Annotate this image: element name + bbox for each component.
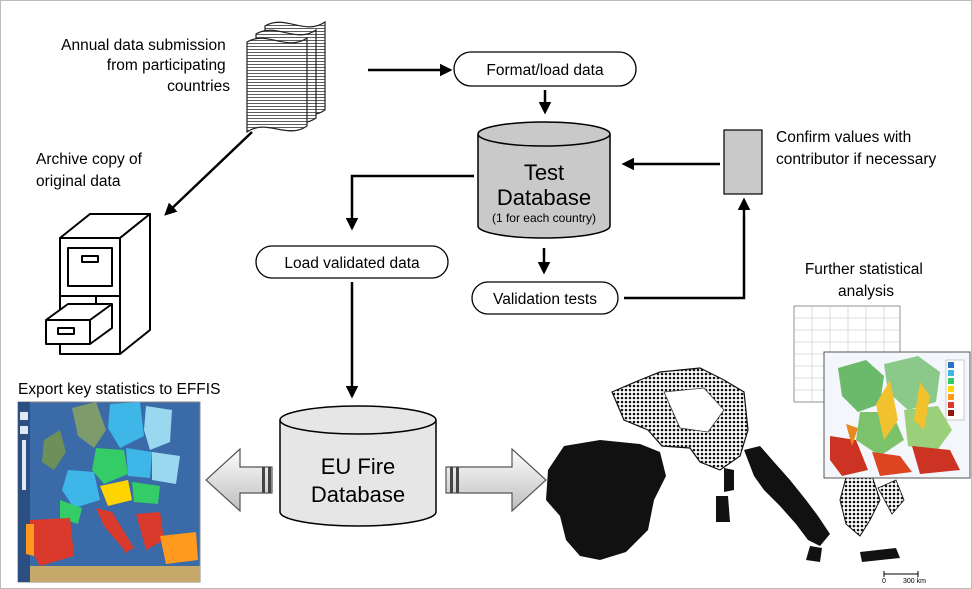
test-db-line2: Database bbox=[497, 185, 591, 210]
validation-tests-node: Validation tests bbox=[471, 281, 619, 315]
annual-submission-label: Annual data submission from participatin… bbox=[61, 37, 230, 95]
confirm-values-label: Confirm values with contributor if neces… bbox=[776, 129, 936, 168]
filing-cabinet-icon bbox=[45, 213, 151, 355]
arrow-to-load-validated bbox=[345, 174, 474, 231]
eu-db-line2: Database bbox=[311, 482, 405, 507]
load-validated-node: Load validated data bbox=[255, 245, 449, 279]
further-analysis-label: Further statistical analysis bbox=[805, 261, 927, 300]
format-load-label: Format/load data bbox=[486, 62, 604, 79]
scale-bar-km: 300 km bbox=[903, 578, 926, 585]
effis-map-thumbnail bbox=[17, 401, 201, 583]
format-load-node: Format/load data bbox=[453, 51, 637, 87]
test-db-line1: Test bbox=[524, 160, 564, 185]
arrow-to-archive bbox=[164, 131, 253, 216]
archive-copy-label: Archive copy of original data bbox=[36, 151, 146, 190]
eu-fire-database-cylinder: EU Fire Database bbox=[279, 405, 437, 527]
scale-bar-zero: 0 bbox=[882, 578, 886, 585]
scale-bar: 0 300 km bbox=[882, 571, 926, 585]
test-db-note: (1 for each country) bbox=[492, 211, 596, 225]
statistics-map-icon bbox=[793, 305, 971, 479]
test-database-cylinder: Test Database (1 for each country) bbox=[477, 121, 611, 239]
arrow-validation-to-confirm bbox=[624, 197, 751, 300]
block-arrow-right bbox=[445, 447, 547, 513]
load-validated-label: Load validated data bbox=[284, 255, 420, 272]
document-stack-icon bbox=[246, 20, 326, 134]
fire-map-icon bbox=[546, 367, 905, 562]
eu-db-line1: EU Fire bbox=[321, 454, 396, 479]
contributor-box-icon bbox=[723, 129, 763, 195]
block-arrow-left bbox=[205, 447, 273, 513]
export-effis-label: Export key statistics to EFFIS bbox=[18, 381, 220, 398]
validation-tests-label: Validation tests bbox=[493, 291, 597, 308]
